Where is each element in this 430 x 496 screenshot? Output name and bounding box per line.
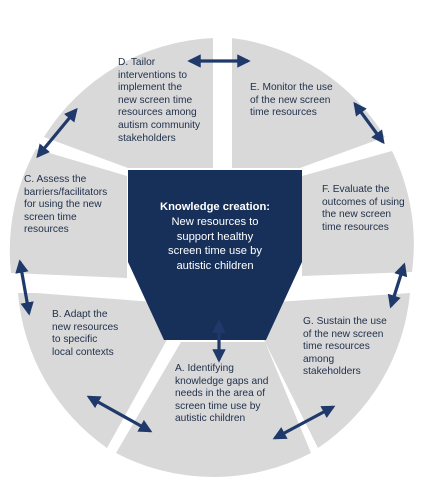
segment-d-line: interventions to: [118, 69, 188, 81]
segment-c-line: resources: [24, 224, 69, 236]
segment-c-line: for using the new: [24, 199, 102, 211]
center-knowledge-creation-shape: [128, 170, 302, 340]
segment-a-line: A. Identifying: [175, 363, 234, 374]
segment-d-line: autism community: [118, 119, 201, 131]
segment-a-line: autistic children: [175, 413, 246, 425]
segment-e-shape: [232, 38, 385, 168]
segment-a-line: needs in the area of: [175, 388, 266, 400]
arrow-g-a: [272, 405, 336, 440]
segment-d-line: D. Tailor: [118, 57, 156, 68]
segment-b-line: B. Adapt the: [52, 309, 108, 320]
arrow-e-f: [353, 101, 385, 145]
segment-b-line: new resources: [52, 321, 119, 333]
segment-g-line: among: [303, 353, 335, 365]
segment-d-line: implement the: [118, 82, 182, 94]
segment-d-label: D. Tailor interventions to implement the…: [118, 57, 200, 145]
segment-d-line: stakeholders: [118, 132, 176, 144]
segment-c-label: C. Assess the barriers/facilitators for …: [24, 174, 107, 237]
segment-f-line: time resources: [322, 221, 389, 233]
center-line: screen time use by: [168, 245, 262, 258]
cycle-arrows: [15, 54, 408, 440]
segment-f-line: outcomes of using: [322, 196, 405, 208]
segment-c-line: barriers/facilitators: [24, 186, 108, 198]
segment-f-shape: [302, 151, 414, 276]
segment-c-shape: [9, 149, 127, 278]
segment-a-line: screen time use by: [175, 400, 261, 412]
segment-b-line: local contexts: [52, 346, 114, 358]
segment-g-line: stakeholders: [303, 366, 361, 378]
segment-b-label: B. Adapt the new resources to specific l…: [52, 309, 118, 359]
segment-g-line: of the new screen: [303, 328, 384, 340]
arrow-a-b: [86, 395, 153, 433]
segment-a-line: knowledge gaps and: [175, 375, 269, 387]
segment-f-line: F. Evaluate the: [322, 184, 390, 195]
segment-e-line: of the new screen: [250, 94, 331, 106]
segment-g-label: G. Sustain the use of the new screen tim…: [303, 316, 387, 379]
segment-f-line: the new screen: [322, 209, 392, 221]
segment-d-line: new screen time: [118, 94, 193, 106]
segment-g-line: time resources: [303, 341, 370, 353]
segment-a-label: A. Identifying knowledge gaps and needs …: [175, 363, 268, 426]
segment-d-shape: [44, 38, 213, 168]
segment-b-line: to specific: [52, 334, 98, 346]
center-line: New resources to: [171, 215, 259, 228]
segment-e-line: time resources: [250, 107, 317, 119]
segment-c-line: C. Assess the: [24, 174, 87, 185]
arrow-f-g: [387, 262, 408, 309]
arrow-c-d: [36, 107, 78, 159]
segment-c-line: screen time: [24, 211, 77, 223]
center-line: support healthy: [176, 230, 254, 243]
center-label: Knowledge creation: New resources to sup…: [140, 200, 290, 274]
segment-b-shape: [18, 293, 169, 448]
arrow-b-c: [15, 259, 34, 316]
segment-a-shape: [116, 342, 311, 478]
segment-e-label: E. Monitor the use of the new screen tim…: [250, 82, 333, 120]
center-title: Knowledge creation:: [159, 201, 271, 213]
center-line: autistic children: [176, 260, 254, 273]
segment-g-line: G. Sustain the use: [303, 316, 387, 327]
segment-d-line: resources among: [118, 107, 197, 119]
segment-f-label: F. Evaluate the outcomes of using the ne…: [322, 184, 405, 234]
segment-e-line: E. Monitor the use: [250, 82, 333, 93]
